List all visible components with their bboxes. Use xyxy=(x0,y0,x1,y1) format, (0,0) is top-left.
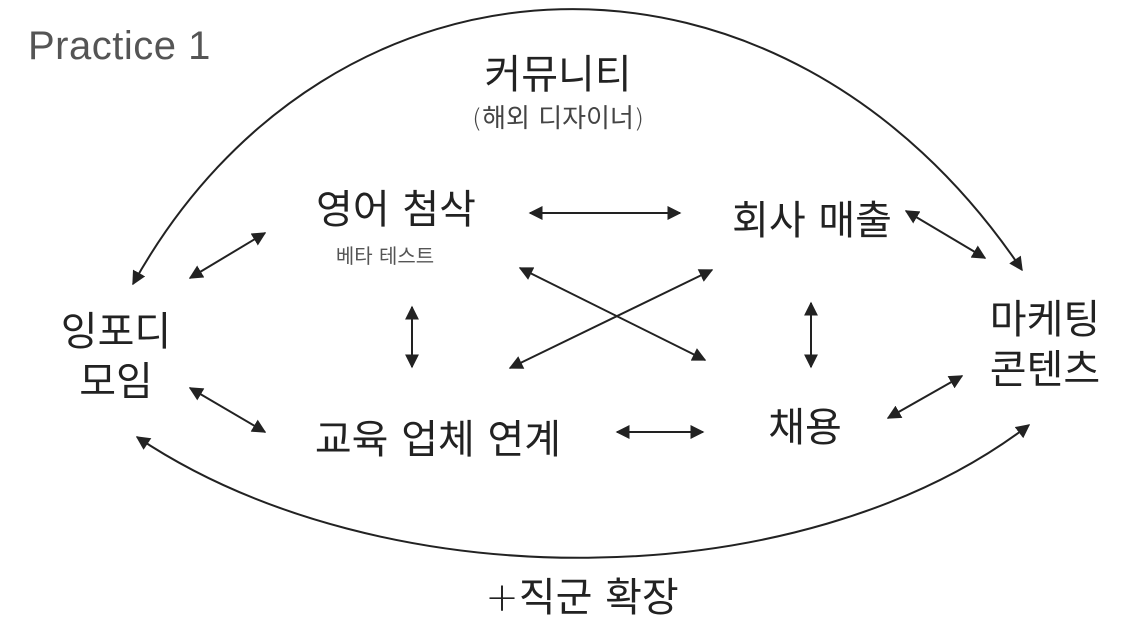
page-title: Practice 1 xyxy=(28,24,211,68)
arrow-cross-education-revenue xyxy=(508,269,714,369)
community-label: 커뮤니티 xyxy=(484,52,632,98)
arrow-hiring-marketing xyxy=(886,375,964,419)
arc-community-to-ingpodi xyxy=(132,8,1023,286)
ingpodi-meeting-label: 잉포디 모임 xyxy=(61,307,171,407)
marketing-content-label: 마케팅 콘텐츠 xyxy=(990,295,1100,395)
community-sub-label: (해외 디자이너) xyxy=(471,104,645,134)
arrow-cross-english-hiring xyxy=(518,267,707,361)
job-expansion-label: +직군 확장 xyxy=(485,575,679,621)
english-correction-label: 영어 첨삭 xyxy=(316,187,476,233)
arc-job-expansion xyxy=(135,424,1031,559)
education-partnership-label: 교육 업체 연계 xyxy=(314,417,562,463)
ingpodi-line1: 잉포디 xyxy=(60,309,172,355)
hiring-label: 채용 xyxy=(768,405,842,451)
beta-test-label: 베타 테스트 xyxy=(335,244,435,268)
company-revenue-label: 회사 매출 xyxy=(732,198,892,244)
ingpodi-line2: 모임 xyxy=(79,359,153,405)
arrow-ingpodi-education xyxy=(188,387,267,433)
marketing-line1: 마케팅 xyxy=(989,297,1101,343)
arrow-ingpodi-english xyxy=(188,232,267,279)
arrow-revenue-marketing xyxy=(904,210,987,259)
marketing-line2: 콘텐츠 xyxy=(989,347,1101,393)
